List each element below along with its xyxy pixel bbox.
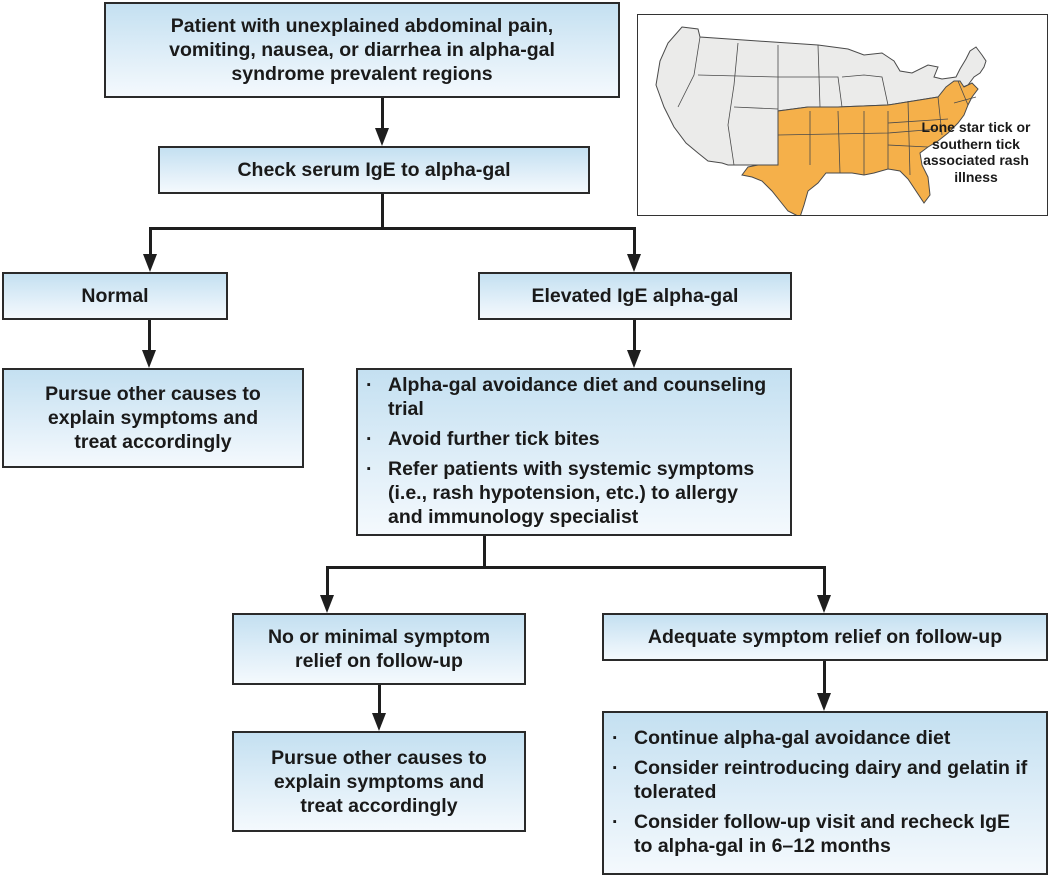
bullet-icon: ·	[612, 811, 619, 833]
good-action-item: ·Consider follow-up visit and recheck Ig…	[612, 811, 1010, 857]
map-caption: Lone star tick or southern tick associat…	[921, 119, 1031, 185]
arrow-down-icon	[627, 254, 641, 272]
good-action-item: ·Consider reintroducing dairy and gelati…	[612, 757, 1028, 803]
arrow-down-icon	[375, 128, 389, 146]
arrow-down-icon	[142, 350, 156, 368]
bullet-icon: ·	[612, 757, 619, 779]
us-map-prevalent-region	[741, 80, 979, 215]
connector-line	[823, 566, 826, 596]
followup-good-text: Adequate symptom relief on follow-up	[647, 626, 1003, 648]
followup-good-box: Adequate symptom relief on follow-up	[602, 613, 1048, 661]
good-actions-list: ·Continue alpha-gal avoidance diet ·Cons…	[604, 722, 1046, 864]
poor-action-box: Pursue other causes to explain symptoms …	[232, 731, 526, 832]
normal-action-text: Pursue other causes to explain symptoms …	[45, 383, 261, 453]
connector-line	[483, 536, 486, 568]
arrow-down-icon	[817, 595, 831, 613]
connector-line	[149, 227, 152, 255]
bullet-icon: ·	[612, 727, 619, 749]
connector-line	[326, 566, 329, 596]
elevated-result-box: Elevated IgE alpha-gal	[478, 272, 792, 320]
connector-line	[823, 661, 826, 695]
arrow-down-icon	[817, 693, 831, 711]
start-text: Patient with unexplained abdominal pain,…	[169, 15, 555, 85]
good-actions-box: ·Continue alpha-gal avoidance diet ·Cons…	[602, 711, 1048, 875]
bullet-icon: ·	[366, 374, 373, 396]
followup-poor-box: No or minimal symptom relief on follow-u…	[232, 613, 526, 685]
connector-line	[378, 685, 381, 715]
connector-line	[633, 227, 636, 255]
connector-line	[633, 320, 636, 352]
elevated-action-item: ·Avoid further tick bites	[366, 428, 600, 450]
connector-line	[149, 227, 636, 230]
us-map-base-region	[655, 26, 987, 166]
elevated-result-text: Elevated IgE alpha-gal	[531, 285, 739, 307]
start-box: Patient with unexplained abdominal pain,…	[104, 2, 620, 98]
good-action-item: ·Continue alpha-gal avoidance diet	[612, 727, 951, 749]
connector-line	[148, 320, 151, 352]
elevated-action-item: ·Alpha-gal avoidance diet and counseling…	[366, 374, 767, 420]
us-map-state-borders	[677, 36, 977, 176]
bullet-icon: ·	[366, 458, 373, 480]
arrow-down-icon	[627, 350, 641, 368]
bullet-icon: ·	[366, 428, 373, 450]
test-box: Check serum IgE to alpha-gal	[158, 146, 590, 194]
normal-result-box: Normal	[2, 272, 228, 320]
arrow-down-icon	[372, 713, 386, 731]
arrow-down-icon	[320, 595, 334, 613]
test-text: Check serum IgE to alpha-gal	[237, 159, 511, 181]
arrow-down-icon	[143, 254, 157, 272]
followup-poor-text: No or minimal symptom relief on follow-u…	[267, 626, 491, 672]
elevated-actions-box: ·Alpha-gal avoidance diet and counseling…	[356, 368, 792, 536]
elevated-actions-list: ·Alpha-gal avoidance diet and counseling…	[358, 369, 790, 535]
poor-action-text: Pursue other causes to explain symptoms …	[271, 746, 487, 817]
connector-line	[381, 194, 384, 230]
connector-line	[381, 98, 384, 130]
us-map	[655, 26, 987, 215]
normal-action-box: Pursue other causes to explain symptoms …	[2, 368, 304, 468]
normal-result-text: Normal	[81, 285, 149, 307]
connector-line	[326, 566, 826, 569]
us-map-panel: Lone star tick or southern tick associat…	[637, 14, 1048, 216]
elevated-action-item: ·Refer patients with systemic symptoms (…	[366, 458, 755, 528]
